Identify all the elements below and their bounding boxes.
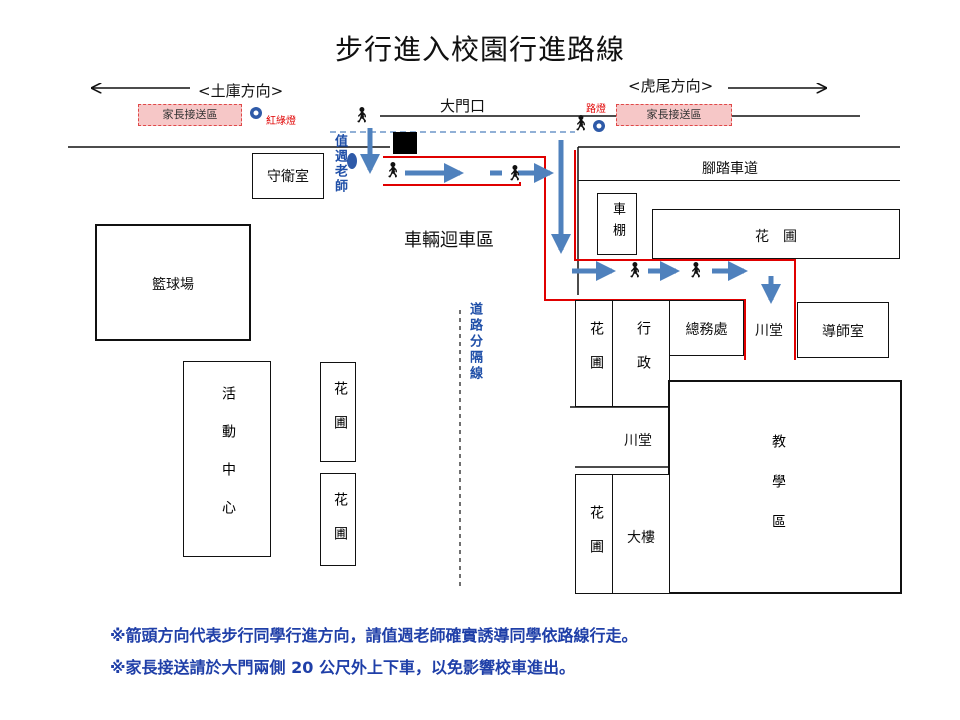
counseling-office: 導師室 <box>797 302 889 358</box>
garden-right-1: 花圃 <box>575 300 613 407</box>
vehicle-area-label: 車輛迴車區 <box>404 230 494 251</box>
general-affairs-label: 總務處 <box>685 322 728 338</box>
note-line-1: ※箭頭方向代表步行同學行進方向，請值週老師確實誘導同學依路線行走。 <box>110 626 638 645</box>
lane-divider-label: 道路分隔線 <box>467 302 482 382</box>
pedestrian-icon: 🚶︎ <box>571 114 591 132</box>
building: 大樓 <box>612 474 670 594</box>
pedestrian-icon: 🚶︎ <box>352 106 372 124</box>
note-line-2: ※家長接送請於大門兩側 20 公尺外上下車，以免影響校車進出。 <box>110 658 575 677</box>
pedestrian-icon: 🚶︎ <box>383 161 403 179</box>
red-route-left <box>383 156 746 360</box>
teaching-area-label: 教學區 <box>770 434 786 554</box>
garden-middle-1: 花圃 <box>320 362 356 462</box>
duty-teacher-label: 值週老師 <box>332 134 347 194</box>
admin-office: 行政 <box>612 300 670 407</box>
basketball-court: 籃球場 <box>95 224 251 341</box>
signal-label-left: 紅綠燈 <box>266 116 296 127</box>
bike-shed-label: 車棚 <box>610 202 625 244</box>
admin-label: 行政 <box>635 321 651 389</box>
guard-room: 守衛室 <box>252 153 324 199</box>
page-title: 步行進入校園行進路線 <box>334 33 625 66</box>
gate-block-icon <box>393 132 417 154</box>
teaching-area: 教學區 <box>668 380 902 594</box>
garden-label: 花 圃 <box>755 229 797 245</box>
guard-room-label: 守衛室 <box>267 169 309 185</box>
direction-label-right: <虎尾方向> <box>628 77 714 95</box>
garden-label: 花圃 <box>332 381 348 449</box>
garden-label: 花圃 <box>332 492 348 560</box>
signal-label-right: 路燈 <box>586 104 606 115</box>
activity-center: 活動中心 <box>183 361 271 557</box>
duty-teacher-icon <box>347 153 357 169</box>
corridor-label-upper: 川堂 <box>755 323 783 339</box>
garden-right-2: 花圃 <box>575 474 613 594</box>
parent-zone-left: 家長接送區 <box>138 104 242 126</box>
general-affairs: 總務處 <box>669 300 744 356</box>
main-gate-label: 大門口 <box>440 97 486 115</box>
pedestrian-icon: 🚶︎ <box>686 261 706 279</box>
pedestrian-icon: 🚶︎ <box>625 261 645 279</box>
bike-lane-border <box>578 180 900 181</box>
basketball-label: 籃球場 <box>152 277 194 293</box>
garden-middle-2: 花圃 <box>320 473 356 566</box>
pedestrian-icon: 🚶︎ <box>505 164 525 182</box>
counseling-label: 導師室 <box>822 324 864 340</box>
red-route-inner <box>383 182 521 186</box>
garden-label: 花圃 <box>588 321 604 389</box>
bike-shed: 車棚 <box>597 193 637 255</box>
corridor-label-lower: 川堂 <box>624 433 652 449</box>
bike-lane-label: 腳踏車道 <box>702 161 758 177</box>
garden-top: 花 圃 <box>652 209 900 259</box>
direction-label-left: <土庫方向> <box>198 82 284 100</box>
traffic-light-icon <box>250 107 262 119</box>
red-route-right <box>574 150 796 360</box>
traffic-light-icon <box>593 120 605 132</box>
building-label: 大樓 <box>627 530 655 546</box>
activity-center-label: 活動中心 <box>220 386 236 538</box>
parent-zone-right: 家長接送區 <box>616 104 732 126</box>
garden-label: 花圃 <box>588 505 604 573</box>
